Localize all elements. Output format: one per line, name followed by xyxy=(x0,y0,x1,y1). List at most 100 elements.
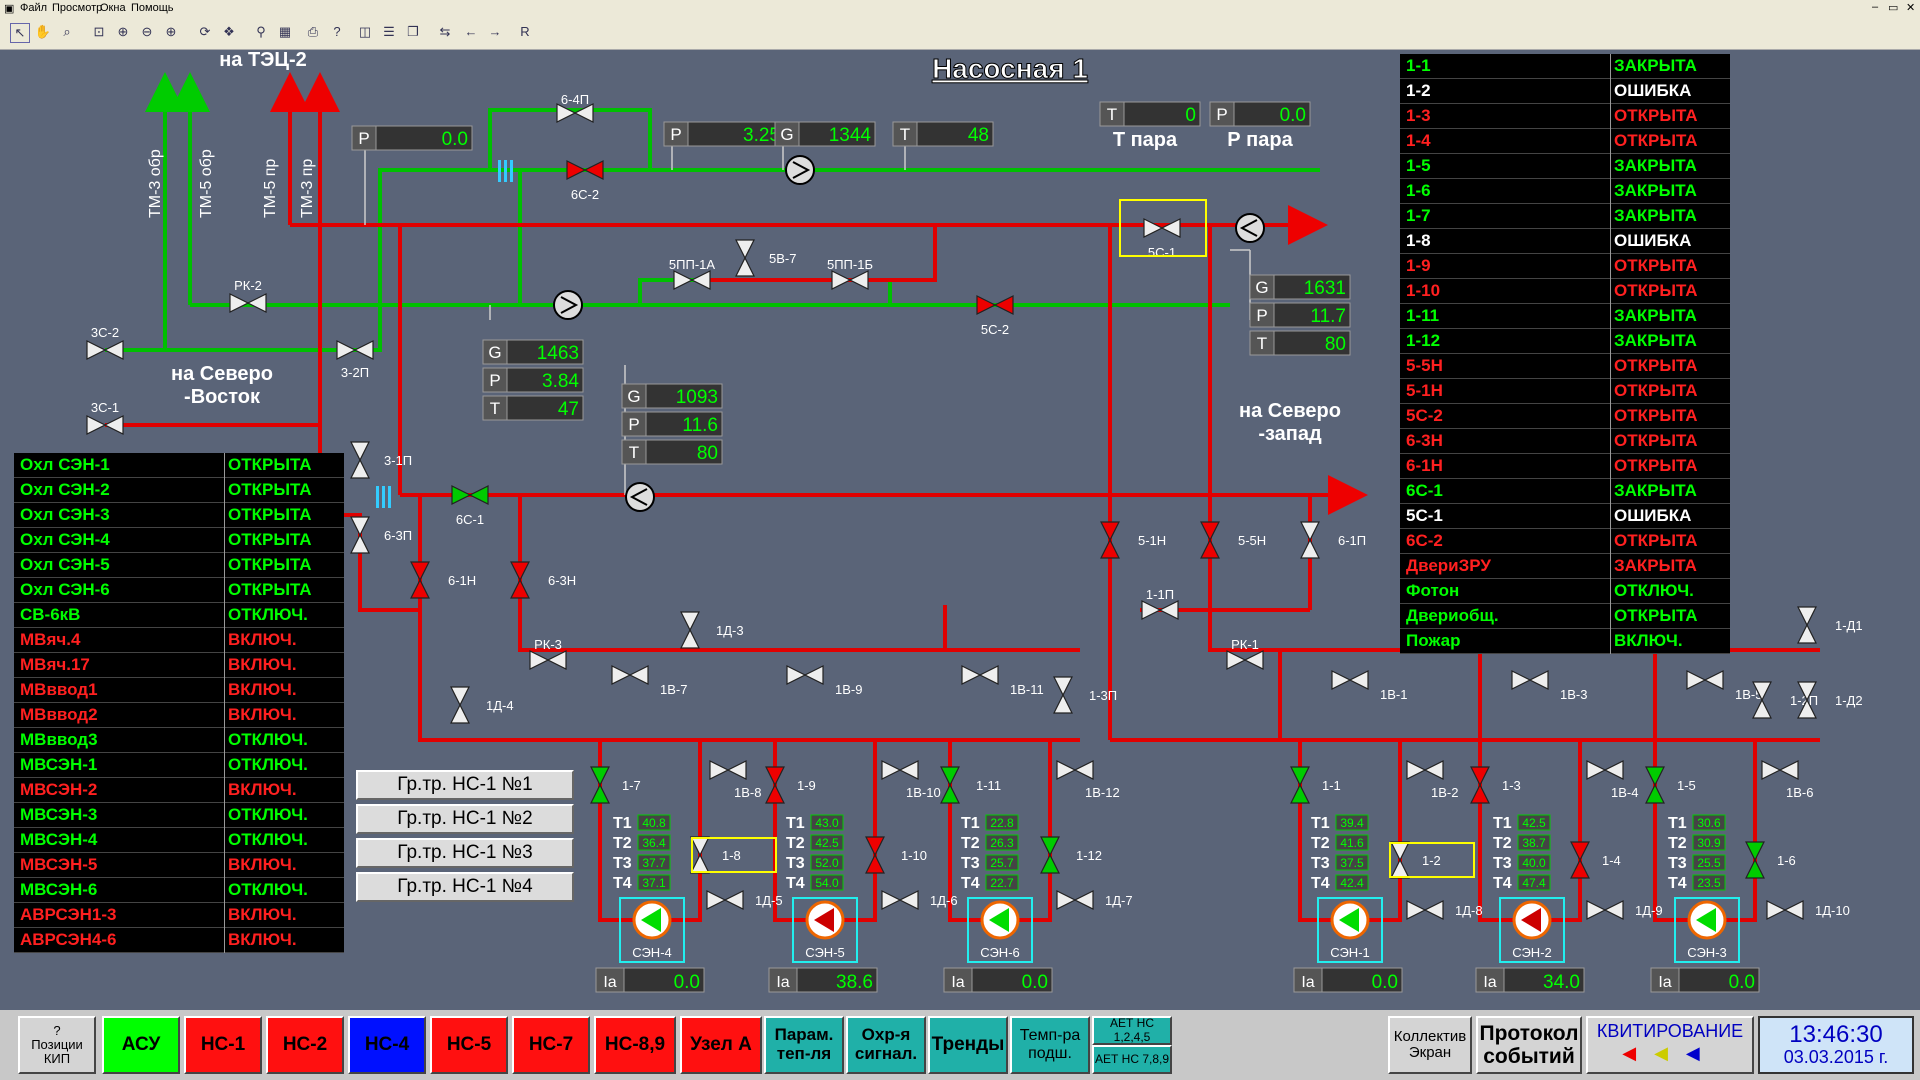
valve-1В-12[interactable]: 1В-12 xyxy=(1056,760,1120,800)
valve-icon[interactable] xyxy=(1290,766,1310,804)
valve-1-6[interactable]: 1-6 xyxy=(1745,841,1796,879)
valve-1В-5[interactable]: 1В-5 xyxy=(1686,670,1762,702)
valve-1-3П[interactable]: 1-3П xyxy=(1053,676,1117,714)
valve-icon[interactable] xyxy=(765,766,785,804)
valve-1-12[interactable]: 1-12 xyxy=(1040,836,1102,874)
menu-help[interactable]: Помощь xyxy=(131,2,174,14)
zoom-fit-icon[interactable]: ⊡ xyxy=(93,24,105,39)
valve-icon[interactable] xyxy=(709,760,747,780)
valve-icon[interactable] xyxy=(410,561,430,599)
valve-icon[interactable] xyxy=(881,890,919,910)
nav-ns89-button[interactable]: НС-8,9 xyxy=(594,1016,676,1074)
valve-1В-8[interactable]: 1В-8 xyxy=(709,760,761,800)
valve-icon[interactable] xyxy=(1570,841,1590,879)
valve-icon[interactable] xyxy=(336,340,374,360)
valve-icon[interactable] xyxy=(566,160,604,180)
nav-ns7-button[interactable]: НС-7 xyxy=(512,1016,590,1074)
valve-icon[interactable] xyxy=(1300,521,1320,559)
valve-icon[interactable] xyxy=(1752,681,1772,719)
zoom-out-icon[interactable]: ⊖ xyxy=(141,24,153,39)
valve-РК-1[interactable]: РК-1 xyxy=(1226,637,1264,670)
valve-3С-1[interactable]: 3С-1 xyxy=(86,400,124,435)
group-trend-1-button[interactable]: Гр.тр. НС-1 №1 xyxy=(356,770,574,800)
valve-6-3П[interactable]: 6-3П xyxy=(350,516,412,554)
valve-icon[interactable] xyxy=(350,441,370,479)
valve-icon[interactable] xyxy=(673,270,711,290)
zoom-area-icon[interactable]: ⊕ xyxy=(117,24,129,39)
collective-screen-button[interactable]: Коллектив Экран xyxy=(1388,1016,1472,1074)
valve-icon[interactable] xyxy=(229,293,267,313)
valve-icon[interactable] xyxy=(1226,650,1264,670)
valve-icon[interactable] xyxy=(1406,760,1444,780)
menu-windows[interactable]: Окна xyxy=(100,2,126,14)
nav-ns4-button[interactable]: НС-4 xyxy=(348,1016,426,1074)
valve-1В-4[interactable]: 1В-4 xyxy=(1586,760,1638,800)
valve-1В-6[interactable]: 1В-6 xyxy=(1761,760,1813,800)
valve-1В-2[interactable]: 1В-2 xyxy=(1406,760,1458,800)
nav-aet-1245-button[interactable]: АЕТ НС 1,2,4,5 xyxy=(1092,1016,1172,1045)
nav-security-button[interactable]: Охр-я сигнал. xyxy=(846,1016,926,1074)
valve-icon[interactable] xyxy=(86,415,124,435)
valve-icon[interactable] xyxy=(940,766,960,804)
valve-icon[interactable] xyxy=(1686,670,1724,690)
layers-icon[interactable]: ❖ xyxy=(223,24,235,39)
refresh-icon[interactable]: ⟳ xyxy=(199,24,211,39)
valve-1В-11[interactable]: 1В-11 xyxy=(961,665,1044,697)
valve-icon[interactable] xyxy=(1406,900,1444,920)
valve-6-1Н[interactable]: 6-1Н xyxy=(410,561,476,599)
valve-icon[interactable] xyxy=(976,295,1014,315)
valve-1-9[interactable]: 1-9 xyxy=(765,766,816,804)
forward-arrow-icon[interactable]: → xyxy=(488,24,502,39)
valve-3-2П[interactable]: 3-2П xyxy=(336,340,374,380)
valve-5ПП-1Б[interactable]: 5ПП-1Б xyxy=(827,257,873,290)
group-trend-3-button[interactable]: Гр.тр. НС-1 №3 xyxy=(356,838,574,868)
valve-1В-10[interactable]: 1В-10 xyxy=(881,760,941,800)
valve-6С-2[interactable]: 6С-2 xyxy=(566,160,604,202)
valve-icon[interactable] xyxy=(1586,760,1624,780)
nav-bearing-temp-button[interactable]: Темп-ра подш. xyxy=(1010,1016,1090,1074)
valve-icon[interactable] xyxy=(1056,760,1094,780)
nav-params-button[interactable]: Парам. теп-ля xyxy=(764,1016,844,1074)
valve-icon[interactable] xyxy=(611,665,649,685)
acknowledge-button[interactable]: КВИТИРОВАНИЕ ◀◀◀ xyxy=(1586,1016,1754,1074)
valve-3-1П[interactable]: 3-1П xyxy=(350,441,412,479)
valve-1-1П[interactable]: 1-1П xyxy=(1141,587,1179,620)
valve-icon[interactable] xyxy=(529,650,567,670)
app-icon[interactable]: ▣ xyxy=(4,3,15,15)
close-icon[interactable]: ✕ xyxy=(1906,2,1916,14)
hand-icon[interactable]: ✋ xyxy=(34,24,52,39)
print-icon[interactable]: ⎙ xyxy=(307,24,319,39)
valve-5-1Н[interactable]: 5-1Н xyxy=(1100,521,1166,559)
r-button[interactable]: R xyxy=(520,24,530,39)
group-trend-2-button[interactable]: Гр.тр. НС-1 №2 xyxy=(356,804,574,834)
nav-ns1-button[interactable]: НС-1 xyxy=(184,1016,262,1074)
valve-icon[interactable] xyxy=(1331,670,1369,690)
valve-icon[interactable] xyxy=(451,485,489,505)
valve-1-5[interactable]: 1-5 xyxy=(1645,766,1696,804)
menu-view[interactable]: Просмотр xyxy=(52,2,103,14)
valve-1Д-5[interactable]: 1Д-5 xyxy=(706,890,783,910)
valve-1Д-8[interactable]: 1Д-8 xyxy=(1406,900,1483,920)
valve-icon[interactable] xyxy=(1761,760,1799,780)
valve-icon[interactable] xyxy=(831,270,869,290)
zoom-in-icon[interactable]: ⊕ xyxy=(165,24,177,39)
valve-icon[interactable] xyxy=(1470,766,1490,804)
valve-1В-3[interactable]: 1В-3 xyxy=(1511,670,1587,702)
valve-6С-1[interactable]: 6С-1 xyxy=(451,485,489,527)
nav-trends-button[interactable]: Тренды xyxy=(928,1016,1008,1074)
valve-1В-1[interactable]: 1В-1 xyxy=(1331,670,1407,702)
valve-5С-2[interactable]: 5С-2 xyxy=(976,295,1014,337)
binoculars-icon[interactable]: ⚲ xyxy=(256,24,266,39)
valve-1-2П[interactable]: 1-2П xyxy=(1752,681,1818,719)
valve-icon[interactable] xyxy=(1797,606,1817,644)
valve-1Д-9[interactable]: 1Д-9 xyxy=(1586,900,1663,920)
valve-6-3Н[interactable]: 6-3Н xyxy=(510,561,576,599)
valve-1Д-10[interactable]: 1Д-10 xyxy=(1766,900,1850,920)
nav-asu-button[interactable]: АСУ xyxy=(102,1016,180,1074)
valve-icon[interactable] xyxy=(961,665,999,685)
valve-1Д-6[interactable]: 1Д-6 xyxy=(881,890,958,910)
valve-1Д-3[interactable]: 1Д-3 xyxy=(680,611,744,649)
pointer-icon[interactable]: ↖ xyxy=(10,23,30,43)
valve-5ПП-1А[interactable]: 5ПП-1А xyxy=(669,257,715,290)
valve-icon[interactable] xyxy=(865,836,885,874)
